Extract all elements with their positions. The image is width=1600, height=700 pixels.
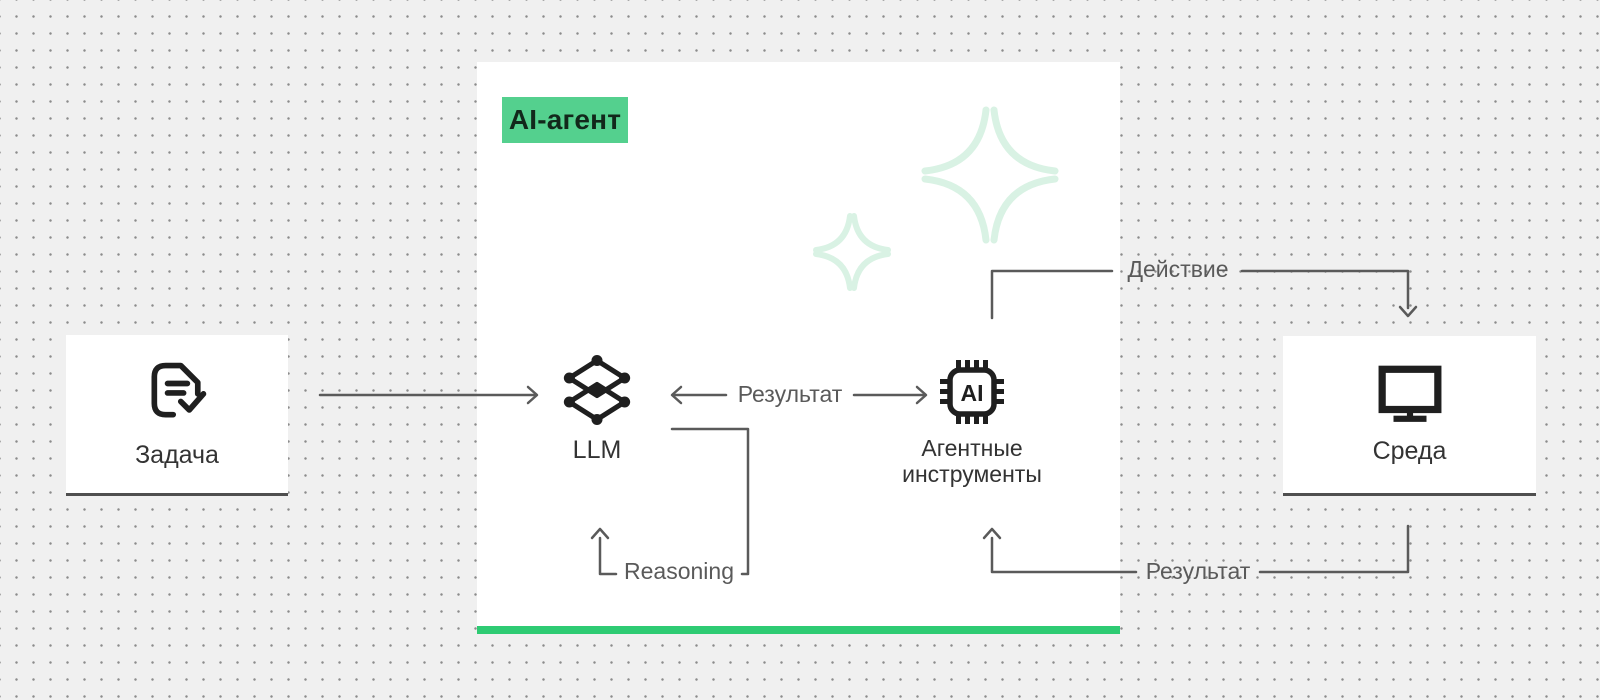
ai-agent-badge-label: AI-агент — [508, 104, 622, 135]
node-tools-label: Агентные инструменты — [902, 435, 1042, 488]
ai-chip-icon: AI — [940, 360, 1004, 429]
ai-agent-panel — [477, 62, 1120, 634]
node-env: Среда — [1283, 336, 1536, 496]
edge-label-result-mid: Результат — [737, 381, 843, 407]
node-llm-label: LLM — [572, 436, 622, 464]
edge-label-result-bottom: Результат — [1145, 558, 1251, 584]
ai-agent-badge: AI-агент — [502, 97, 628, 143]
edge-label-action: Действие — [1127, 256, 1229, 282]
ai-chip-text: AI — [961, 380, 984, 406]
node-llm: LLM — [547, 355, 647, 465]
document-check-icon — [143, 358, 211, 431]
edge-label-reasoning: Reasoning — [624, 558, 734, 584]
node-tools: AI Агентные инструменты — [897, 360, 1047, 488]
neural-network-icon — [562, 355, 632, 430]
node-task-label: Задача — [135, 441, 219, 470]
node-task: Задача — [66, 335, 288, 496]
monitor-icon — [1377, 364, 1443, 427]
node-env-label: Среда — [1372, 436, 1447, 465]
